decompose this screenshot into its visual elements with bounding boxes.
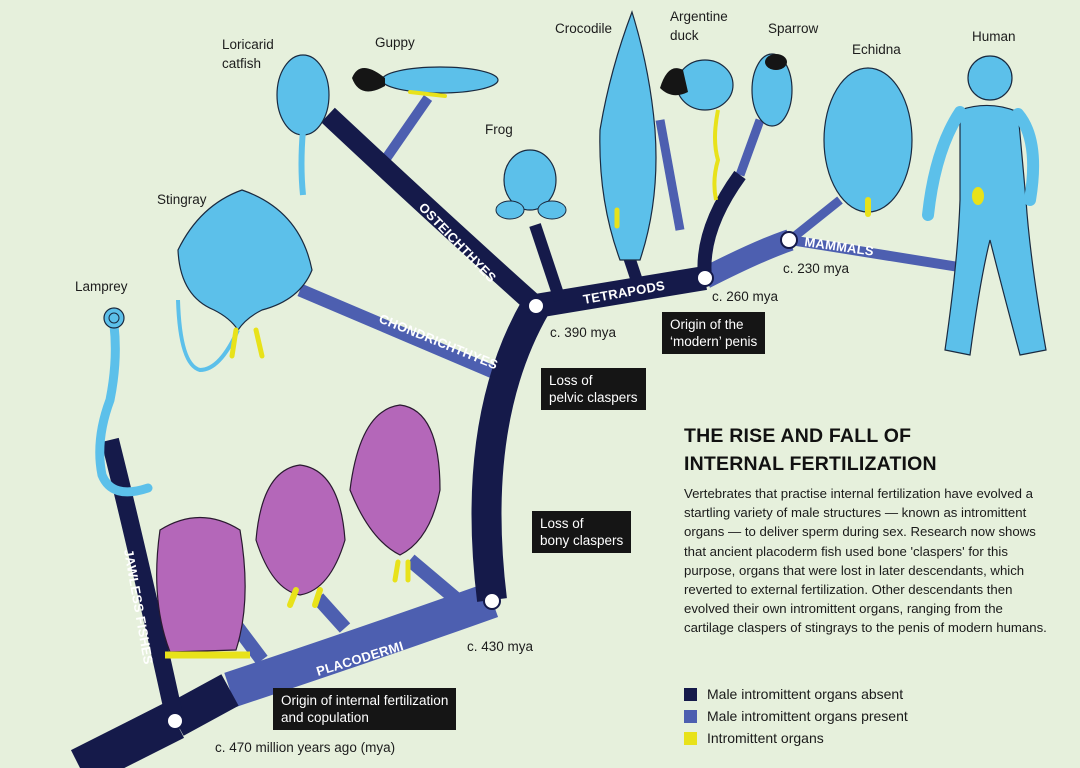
page-title: THE RISE AND FALL OF INTERNAL FERTILIZAT… (684, 425, 937, 475)
species-guppy: Guppy (375, 35, 415, 50)
legend-label-organs: Intromittent organs (707, 730, 824, 746)
species-catfish-line2: catfish (222, 56, 261, 71)
guppy-icon (352, 66, 499, 98)
placoderm-2-icon (255, 464, 346, 608)
legend-label-absent: Male intromittent organs absent (707, 686, 904, 702)
duck-branch (655, 119, 685, 231)
legend-swatch-present (684, 709, 697, 723)
root-trunk (70, 702, 185, 768)
main-trunk (471, 298, 550, 602)
species-duck-line1: Argentine (670, 9, 728, 24)
branches-absent (70, 107, 746, 768)
species-stingray: Stingray (157, 192, 207, 207)
guppy-branch (380, 95, 433, 163)
date-430: c. 430 mya (467, 639, 534, 654)
mammals-branch (700, 229, 794, 288)
echidna-branch (787, 196, 843, 244)
legend: Male intromittent organs absent Male int… (684, 683, 908, 749)
osteichthyes-branch (321, 107, 543, 314)
node-260 (696, 269, 714, 287)
tetrapods-branch (534, 266, 707, 318)
jawless-branch (101, 437, 184, 722)
callout-loss-bony-claspers: Loss of bony claspers (532, 511, 632, 553)
nodes (166, 231, 798, 730)
human-icon (922, 55, 1047, 356)
frog-icon (495, 149, 567, 220)
legend-item-organs: Intromittent organs (684, 727, 908, 749)
date-260: c. 260 mya (712, 289, 779, 304)
species-sparrow: Sparrow (768, 21, 819, 36)
chondrichthyes-branch (297, 284, 503, 381)
species-catfish: Loricarid catfish (222, 37, 278, 71)
legend-item-present: Male intromittent organs present (684, 705, 908, 727)
legend-swatch-absent (684, 687, 697, 701)
node-390 (527, 297, 545, 315)
species-echidna: Echidna (852, 42, 901, 57)
species-frog: Frog (485, 122, 513, 137)
crocodile-icon (599, 10, 657, 261)
branches-present (224, 95, 966, 708)
legend-swatch-organs (684, 731, 697, 745)
species-crocodile: Crocodile (555, 21, 612, 36)
date-230: c. 230 mya (783, 261, 850, 276)
legend-item-absent: Male intromittent organs absent (684, 683, 908, 705)
label-mammals: MAMMALS (804, 234, 875, 259)
label-chondrichthyes: CHONDRICHTHYES (377, 311, 500, 372)
sparrow-branch (735, 118, 765, 177)
callout-origin-penis: Origin of the ‘modern’ penis (662, 312, 766, 354)
duck-icon (660, 59, 734, 201)
placoderm-3-icon (349, 404, 441, 583)
callout-origin-fertilization: Origin of internal fertilization and cop… (273, 688, 457, 730)
description-text: Vertebrates that practise internal ferti… (684, 486, 1047, 636)
trunk-to-placodermi (166, 674, 239, 736)
species-catfish-line1: Loricarid (222, 37, 274, 52)
species-lamprey: Lamprey (75, 279, 128, 294)
species-human: Human (972, 29, 1016, 44)
placoderm-branch-3 (405, 554, 460, 604)
stingray-icon (176, 189, 313, 373)
legend-label-present: Male intromittent organs present (707, 708, 908, 724)
sparrow-icon (751, 53, 793, 127)
placoderm-1-icon (156, 516, 250, 659)
date-390: c. 390 mya (550, 325, 617, 340)
bird-branch (697, 170, 746, 279)
callout-loss-pelvic-claspers: Loss of pelvic claspers (541, 368, 646, 410)
node-470 (166, 712, 184, 730)
frog-branch (529, 223, 566, 302)
label-osteichthyes: OSTEICHTHYES (416, 200, 500, 286)
placoderm-branch-2 (312, 593, 351, 633)
catfish-icon (276, 54, 330, 196)
species-duck: Argentine duck (670, 9, 732, 43)
echidna-icon (823, 67, 913, 217)
node-230 (780, 231, 798, 249)
mammals-to-human (789, 235, 966, 273)
species-duck-line2: duck (670, 28, 699, 43)
node-430 (483, 592, 501, 610)
placodermi-branch (224, 583, 499, 708)
lamprey-icon (95, 307, 153, 497)
date-470: c. 470 million years ago (mya) (215, 740, 395, 755)
